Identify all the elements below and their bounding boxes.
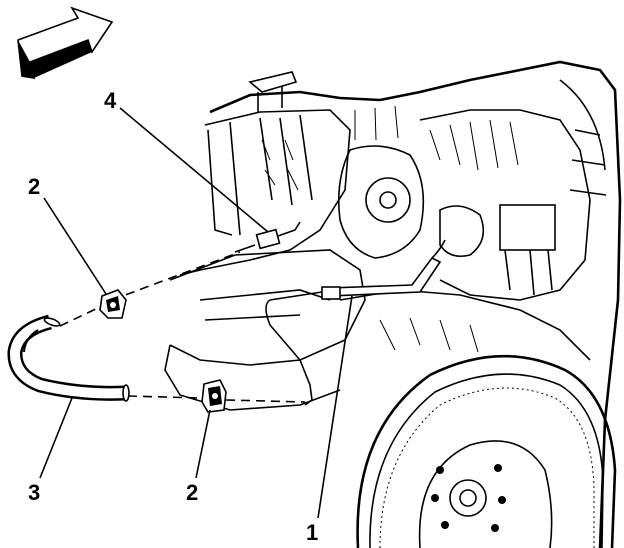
callout-2-upper: 2 [28,174,40,199]
engine-block [164,60,622,548]
callout-3: 3 [28,480,40,505]
callout-2-lower: 2 [186,480,198,505]
hose-clamp-lower [201,379,227,413]
hose [7,314,130,402]
hose-routing-line [59,251,306,403]
flywheel [356,354,617,548]
callout-1: 1 [306,520,318,545]
forward-arrow-icon [17,6,114,79]
leader-lines [39,107,353,519]
callout-4: 4 [104,88,117,113]
coolant-pipe [265,239,446,406]
upper-fitting [234,221,301,253]
hose-clamp-upper [99,289,127,319]
